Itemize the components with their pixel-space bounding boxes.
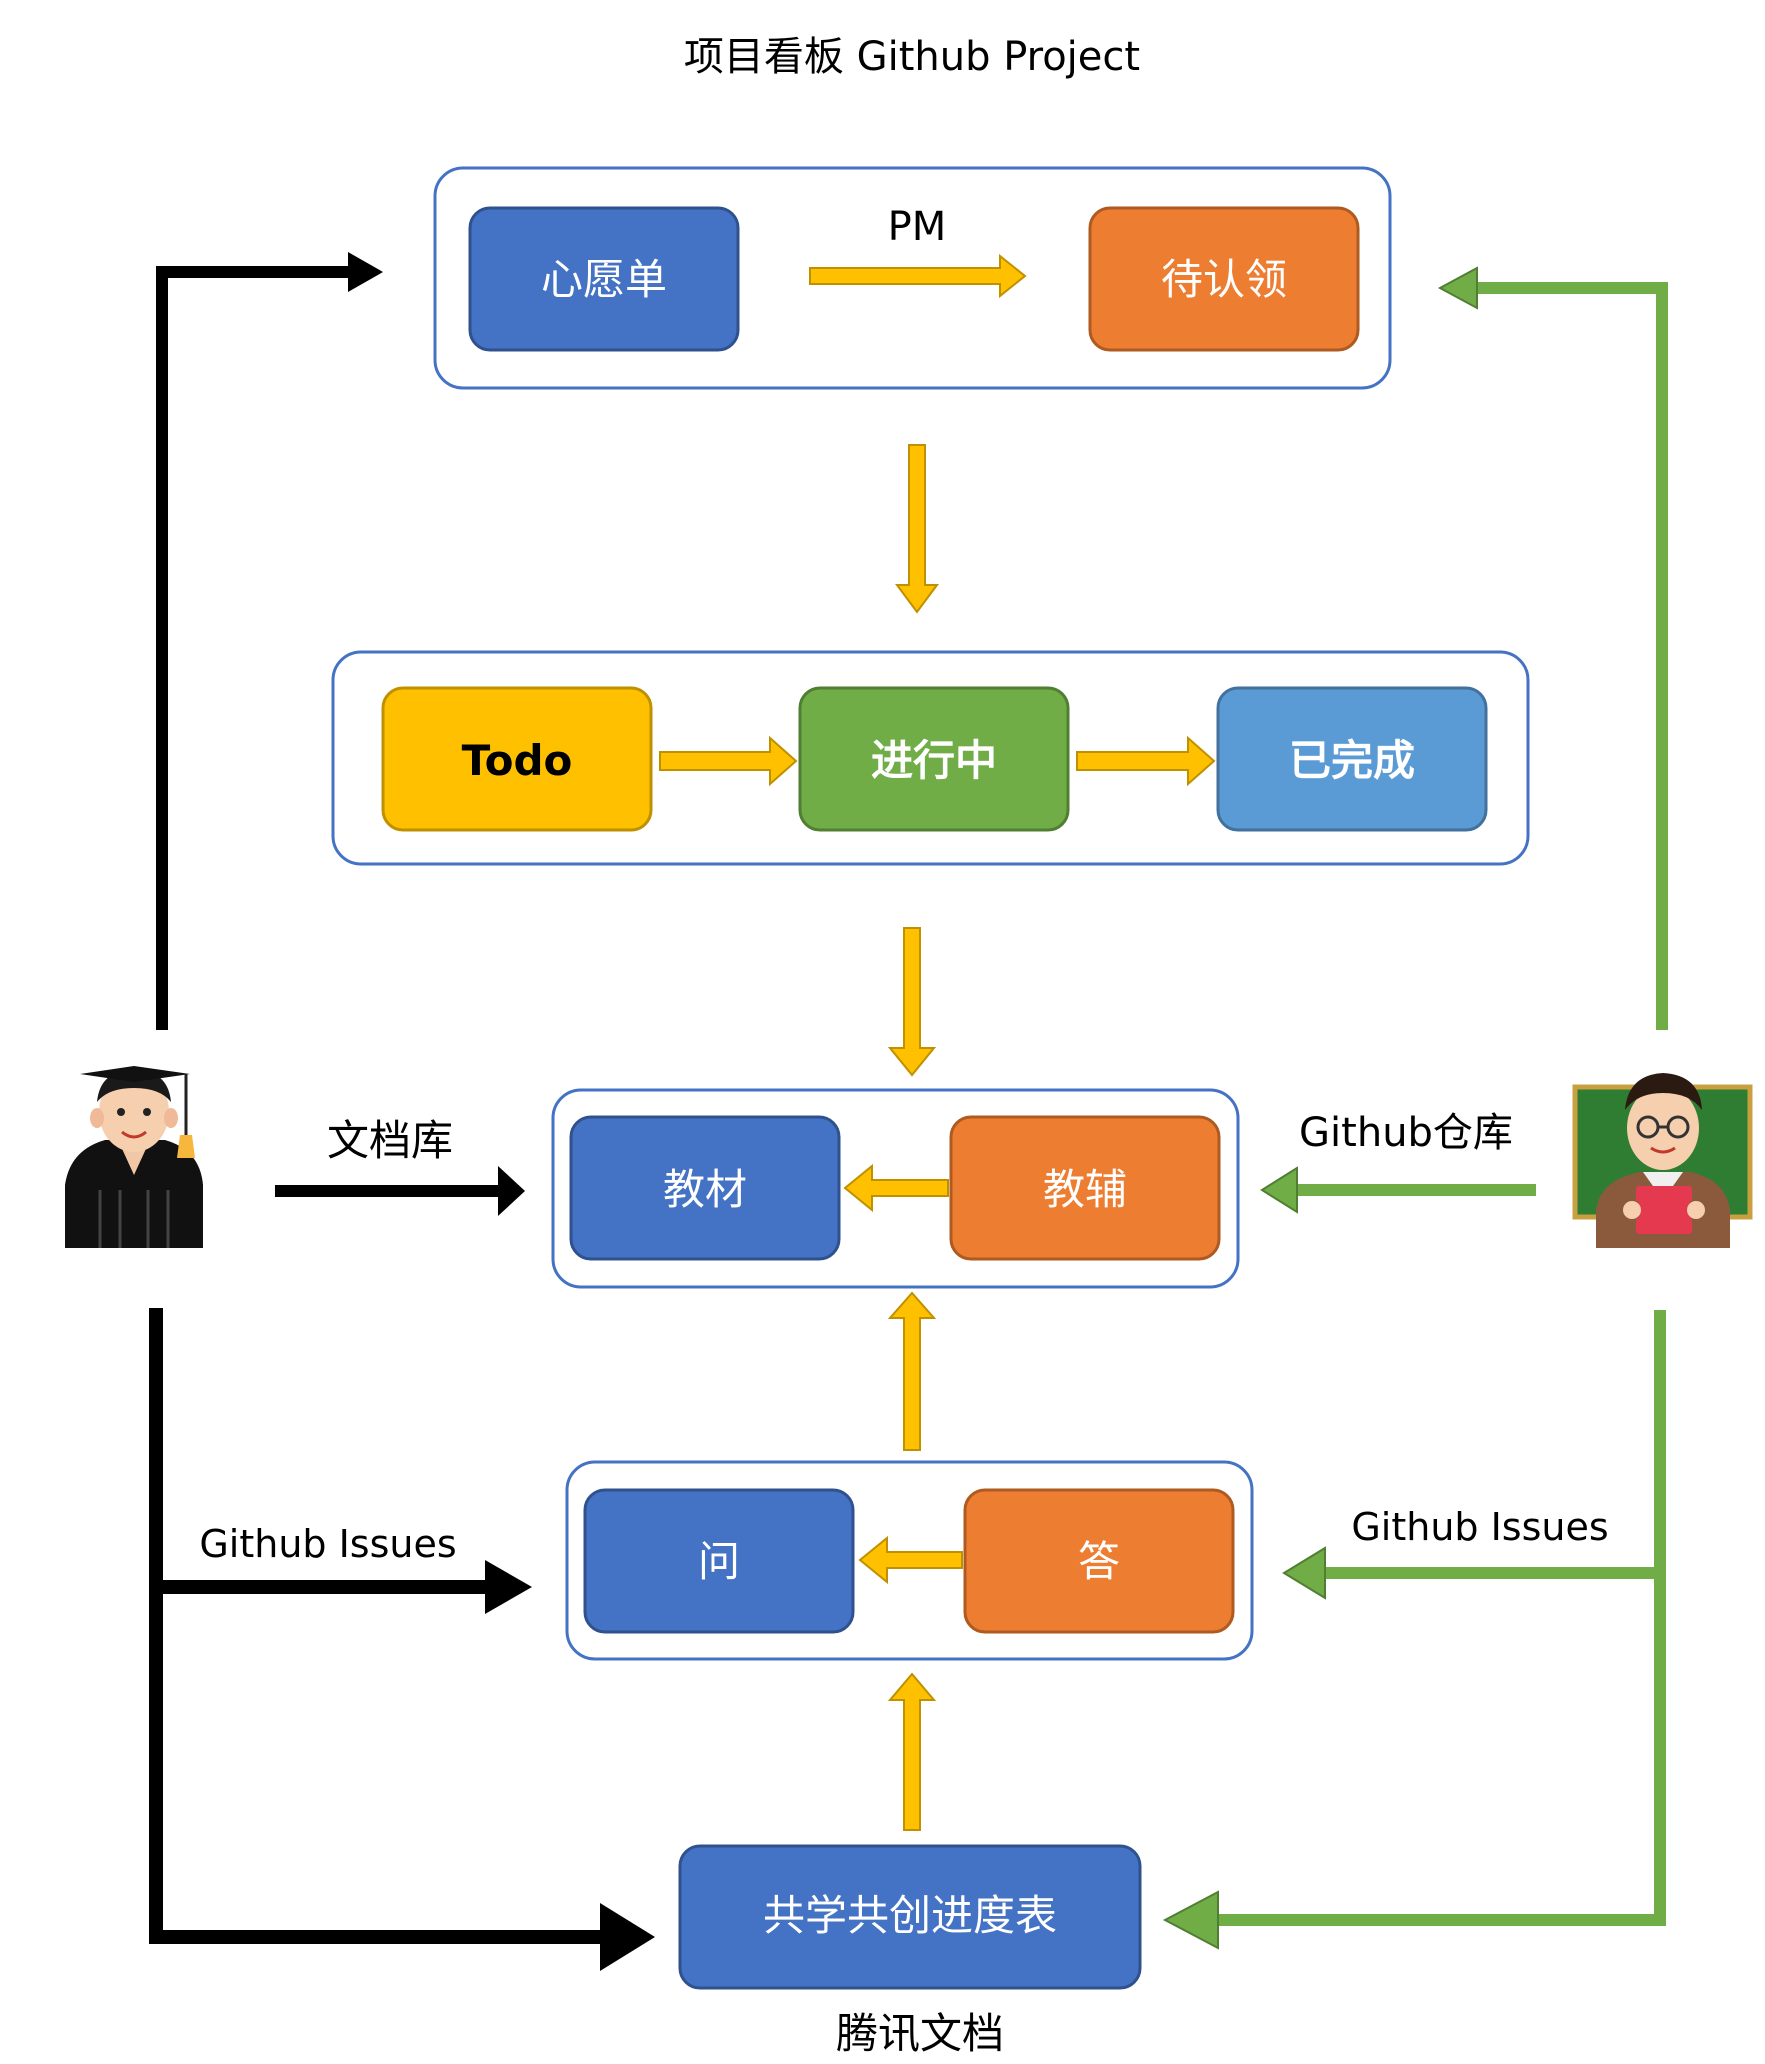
github-repo-label: Github仓库 bbox=[1299, 1110, 1513, 1156]
arrow-doing-to-done bbox=[1076, 735, 1216, 787]
arrow-wishlist-to-claim bbox=[809, 253, 1027, 299]
node-answer-label: 答 bbox=[1078, 1537, 1120, 1586]
node-doing bbox=[798, 686, 1070, 832]
node-supplement bbox=[949, 1115, 1221, 1261]
node-textbook bbox=[569, 1115, 841, 1261]
arrow-teacher-to-wishlist-head bbox=[1437, 266, 1478, 310]
arrow-supplement-to-textbook bbox=[843, 1163, 949, 1213]
arrow-kanban-to-materials bbox=[887, 927, 937, 1077]
arrow-teacher-to-progress-head bbox=[1162, 1890, 1219, 1950]
node-supplement-label: 教辅 bbox=[1043, 1165, 1127, 1214]
student-graduate-icon bbox=[65, 1066, 203, 1248]
node-to-claim-label: 待认领 bbox=[1161, 255, 1287, 304]
node-done bbox=[1216, 686, 1488, 832]
arrow-teacher-to-wishlist-line bbox=[1475, 282, 1668, 1030]
node-progress-table bbox=[678, 1844, 1142, 1990]
node-wishlist bbox=[468, 206, 740, 352]
teacher-icon bbox=[1572, 1073, 1753, 1248]
arrow-teacher-to-qa-head bbox=[1282, 1546, 1326, 1600]
node-textbook-label: 教材 bbox=[663, 1165, 747, 1214]
arrow-teacher-to-progress-line bbox=[1200, 1310, 1666, 1926]
node-question-label: 问 bbox=[698, 1537, 740, 1586]
node-progress-table-label: 共学共创进度表 bbox=[763, 1891, 1057, 1940]
node-wishlist-label: 心愿单 bbox=[541, 255, 667, 304]
arrow-todo-to-doing bbox=[659, 735, 798, 787]
arrow-answer-to-question bbox=[858, 1535, 963, 1585]
arrow-student-to-progress-line bbox=[149, 1308, 605, 1944]
node-question bbox=[583, 1488, 855, 1634]
arrow-teacher-to-materials-head bbox=[1260, 1166, 1298, 1214]
arrow-student-to-wishlist-line bbox=[156, 266, 350, 1030]
pm-label: PM bbox=[888, 204, 947, 250]
arrow-student-to-progress-head bbox=[600, 1903, 655, 1971]
docs-repo-label: 文档库 bbox=[327, 1116, 453, 1165]
arrow-student-to-qa-head bbox=[485, 1560, 532, 1614]
node-to-claim bbox=[1088, 206, 1360, 352]
arrow-qa-to-materials bbox=[887, 1291, 937, 1451]
diagram-title: 项目看板 Github Project bbox=[684, 34, 1140, 80]
arrow-student-to-materials-head bbox=[498, 1166, 525, 1216]
node-done-label: 已完成 bbox=[1289, 736, 1415, 785]
node-todo bbox=[381, 686, 653, 832]
arrow-student-to-wishlist-head bbox=[348, 252, 383, 292]
node-todo-label: Todo bbox=[462, 736, 573, 785]
issues-left-label: Github Issues bbox=[199, 1522, 456, 1566]
arrow-progress-to-qa bbox=[887, 1672, 937, 1831]
arrow-wishlist-to-kanban bbox=[895, 444, 939, 614]
tencent-docs-label: 腾讯文档 bbox=[836, 2009, 1004, 2058]
issues-right-label: Github Issues bbox=[1351, 1505, 1608, 1549]
node-doing-label: 进行中 bbox=[871, 736, 997, 785]
node-answer bbox=[963, 1488, 1235, 1634]
